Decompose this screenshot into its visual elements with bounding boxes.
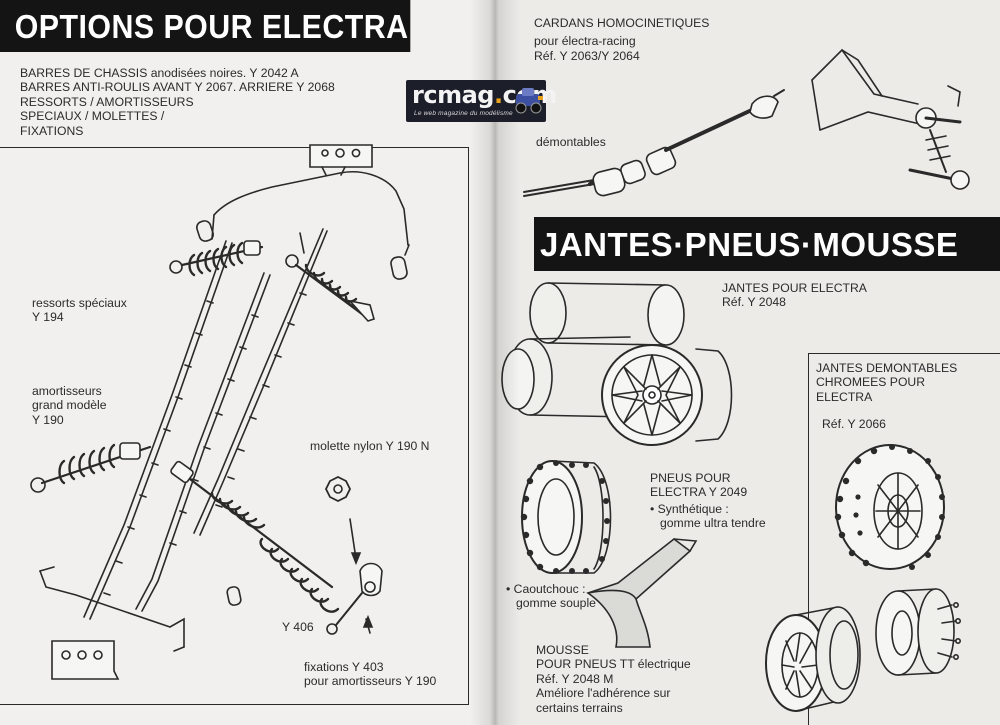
pneus-ref: ELECTRA Y 2049 <box>650 485 748 500</box>
label-line: amortisseurs <box>32 384 102 398</box>
mousse-ref: Réf. Y 2048 M <box>536 671 614 686</box>
jantes-text: JANTES POUR ELECTRA Réf. Y 2048 <box>722 281 867 310</box>
label-line: grand modèle <box>32 398 107 413</box>
label-line: pour amortisseurs Y 190 <box>304 674 437 689</box>
pneus-caout-desc: gomme souple <box>516 596 596 611</box>
pneus-title: PNEUS POUR <box>650 471 731 485</box>
rcmag-logo: rcmag.com Le web magazine du modélisme <box>406 80 557 122</box>
label-line: Y 194 <box>32 310 64 325</box>
label-molette: molette nylon Y 190 N <box>310 439 430 453</box>
rc-car-icon <box>515 88 543 114</box>
left-page-title: OPTIONS POUR ELECTRA <box>0 0 411 52</box>
cardans-line: pour électra-racing <box>534 34 636 49</box>
pneus-text: PNEUS POUR ELECTRA Y 2049 • Synthétique … <box>650 471 766 531</box>
mousse-title: MOUSSE <box>536 643 589 657</box>
pneus-caout: • Caoutchouc : <box>506 582 586 596</box>
illustration-frame-right <box>808 353 1000 725</box>
intro-line: RESSORTS / AMORTISSEURS <box>20 94 194 109</box>
pneus-synth-desc: gomme ultra tendre <box>660 516 766 531</box>
cardans-text: CARDANS HOMOCINETIQUES pour électra-raci… <box>534 16 709 63</box>
jantes-demontables-line: JANTES DEMONTABLES <box>816 361 958 375</box>
jantes-ref: Réf. Y 2048 <box>722 295 786 310</box>
mousse-text: MOUSSE POUR PNEUS TT électrique Réf. Y 2… <box>536 643 691 715</box>
mousse-line: Améliore l'adhérence sur <box>536 686 671 701</box>
caoutchouc-text: • Caoutchouc : gomme souple <box>506 582 596 611</box>
wheels-illustration <box>501 282 961 712</box>
intro-line: BARRES DE CHASSIS anodisées noires. Y 20… <box>20 66 299 80</box>
jantes-demontables-line: ELECTRA <box>816 389 873 404</box>
label-ressorts: ressorts spéciaux Y 194 <box>32 296 127 325</box>
pneus-synth: • Synthétique : <box>650 501 729 516</box>
cardan-illustration <box>523 48 970 197</box>
label-fixations: fixations Y 403 pour amortisseurs Y 190 <box>304 660 436 689</box>
right-page-title: JANTES·PNEUS·MOUSSE <box>534 217 1000 271</box>
cardans-ref: Réf. Y 2063/Y 2064 <box>534 48 640 63</box>
intro-line: BARRES ANTI-ROULIS AVANT Y 2067. ARRIERE… <box>20 80 335 95</box>
jantes-demontables-ref: Réf. Y 2066 <box>822 417 886 432</box>
logo-brand-dot: . <box>493 81 503 109</box>
mousse-line: POUR PNEUS TT électrique <box>536 657 691 672</box>
jantes-demontables-text: JANTES DEMONTABLES CHROMEES POUR ELECTRA… <box>816 361 957 432</box>
label-amortisseurs: amortisseurs grand modèle Y 190 <box>32 384 107 427</box>
jantes-demontables-line: CHROMEES POUR <box>816 375 926 390</box>
jantes-title: JANTES POUR ELECTRA <box>722 281 867 295</box>
label-line: ressorts spéciaux <box>32 296 127 310</box>
label-y406: Y 406 <box>282 620 314 634</box>
logo-brand-main: rcmag <box>412 81 494 109</box>
intro-text: BARRES DE CHASSIS anodisées noires. Y 20… <box>20 66 335 138</box>
right-page: CARDANS HOMOCINETIQUES pour électra-raci… <box>490 0 1000 725</box>
intro-line: SPECIAUX / MOLETTES / <box>20 109 165 124</box>
cardans-title: CARDANS HOMOCINETIQUES <box>534 16 710 30</box>
mousse-line: certains terrains <box>536 700 623 715</box>
label-line: fixations Y 403 <box>304 660 384 674</box>
cardans-demontables: démontables <box>536 135 606 149</box>
intro-line: FIXATIONS <box>20 123 84 138</box>
label-line: Y 190 <box>32 412 64 427</box>
illustration-frame-left <box>0 147 469 705</box>
logo-tagline: Le web magazine du modélisme <box>414 110 513 117</box>
shock-absorber-illustration <box>30 144 410 680</box>
